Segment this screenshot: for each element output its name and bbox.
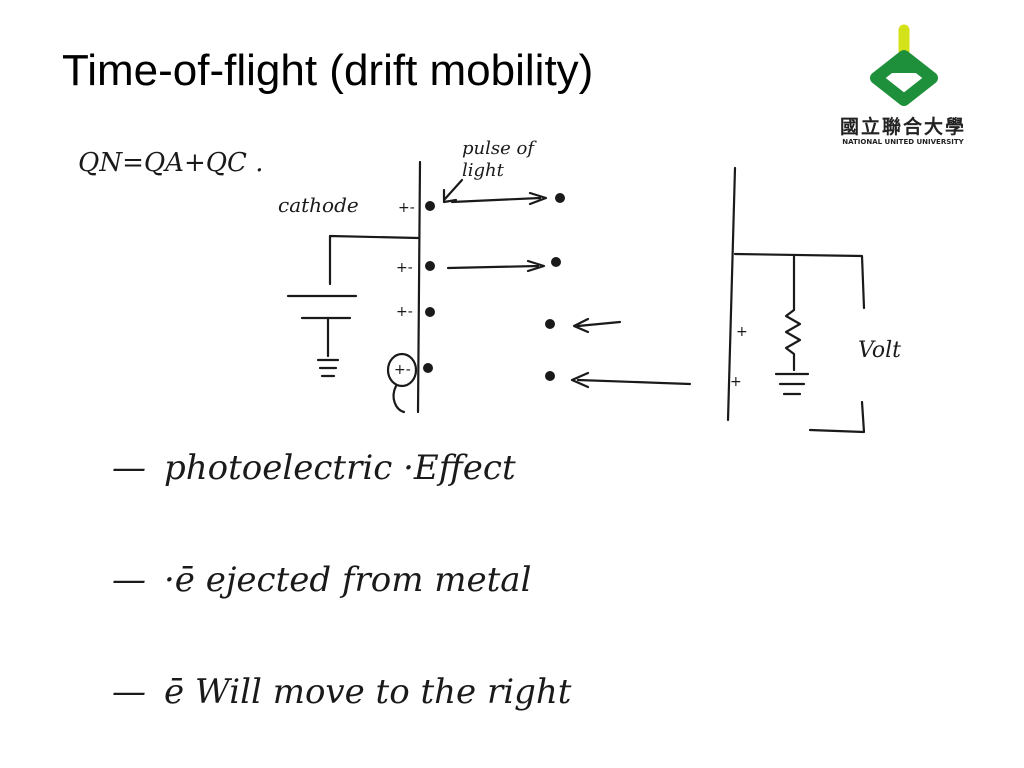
logo-english-name: NATIONAL UNITED UNIVERSITY <box>842 138 964 146</box>
return-arrow-1 <box>572 317 622 334</box>
plate-sign-2: + <box>730 374 742 390</box>
logo-chinese-name: 國立聯合大學 <box>839 116 966 138</box>
university-logo: 國立聯合大學 NATIONAL UNITED UNIVERSITY <box>808 22 998 152</box>
bullet-item: — photoelectric ·Effect <box>112 448 516 488</box>
return-arrow-2 <box>570 371 692 389</box>
cathode-plate <box>416 160 422 414</box>
bullet-text: photoelectric ·Effect <box>164 448 516 488</box>
anode-wire <box>733 252 866 310</box>
volt-label: Volt <box>858 338 901 363</box>
electron-cathode-4 <box>423 363 433 373</box>
electron-drift-4 <box>545 371 555 381</box>
battery-wire <box>328 234 420 286</box>
bullet-text: ·ē ejected from metal <box>164 560 532 600</box>
pulse-pointer <box>442 178 464 204</box>
electron-drift-2 <box>551 257 561 267</box>
plate-sign-1: + <box>736 324 748 340</box>
circled-charge-tail <box>392 384 406 414</box>
bullet-dash: — <box>112 672 146 712</box>
pulse-of-light-label: pulse of light <box>462 138 534 181</box>
charge-mark-4: +- <box>394 362 411 378</box>
voltmeter-bracket <box>808 400 866 434</box>
charge-formula: QN=QA+QC . <box>78 148 264 178</box>
bullet-dash: — <box>112 560 146 600</box>
bullet-text: ē Will move to the right <box>164 672 572 712</box>
resistor <box>784 308 802 372</box>
slide-title: Time-of-flight (drift mobility) <box>62 46 594 95</box>
bullet-dash: — <box>112 448 146 488</box>
electron-drift-1 <box>555 193 565 203</box>
circled-charge <box>386 352 418 388</box>
electron-drift-3 <box>545 319 555 329</box>
electron-cathode-3 <box>425 307 435 317</box>
bullet-item: — ·ē ejected from metal <box>112 560 531 600</box>
cathode-label: cathode <box>278 193 359 217</box>
bullet-item: — ē Will move to the right <box>112 672 571 712</box>
electron-cathode-2 <box>425 261 435 271</box>
light-arrow-2 <box>446 259 546 273</box>
charge-mark-1: +- <box>398 200 415 216</box>
university-emblem-icon <box>870 24 938 106</box>
electron-cathode-1 <box>425 201 435 211</box>
charge-mark-3: +- <box>396 304 413 320</box>
light-arrow-1 <box>450 191 548 206</box>
charge-mark-2: +- <box>396 260 413 276</box>
anode-plate <box>726 166 737 422</box>
